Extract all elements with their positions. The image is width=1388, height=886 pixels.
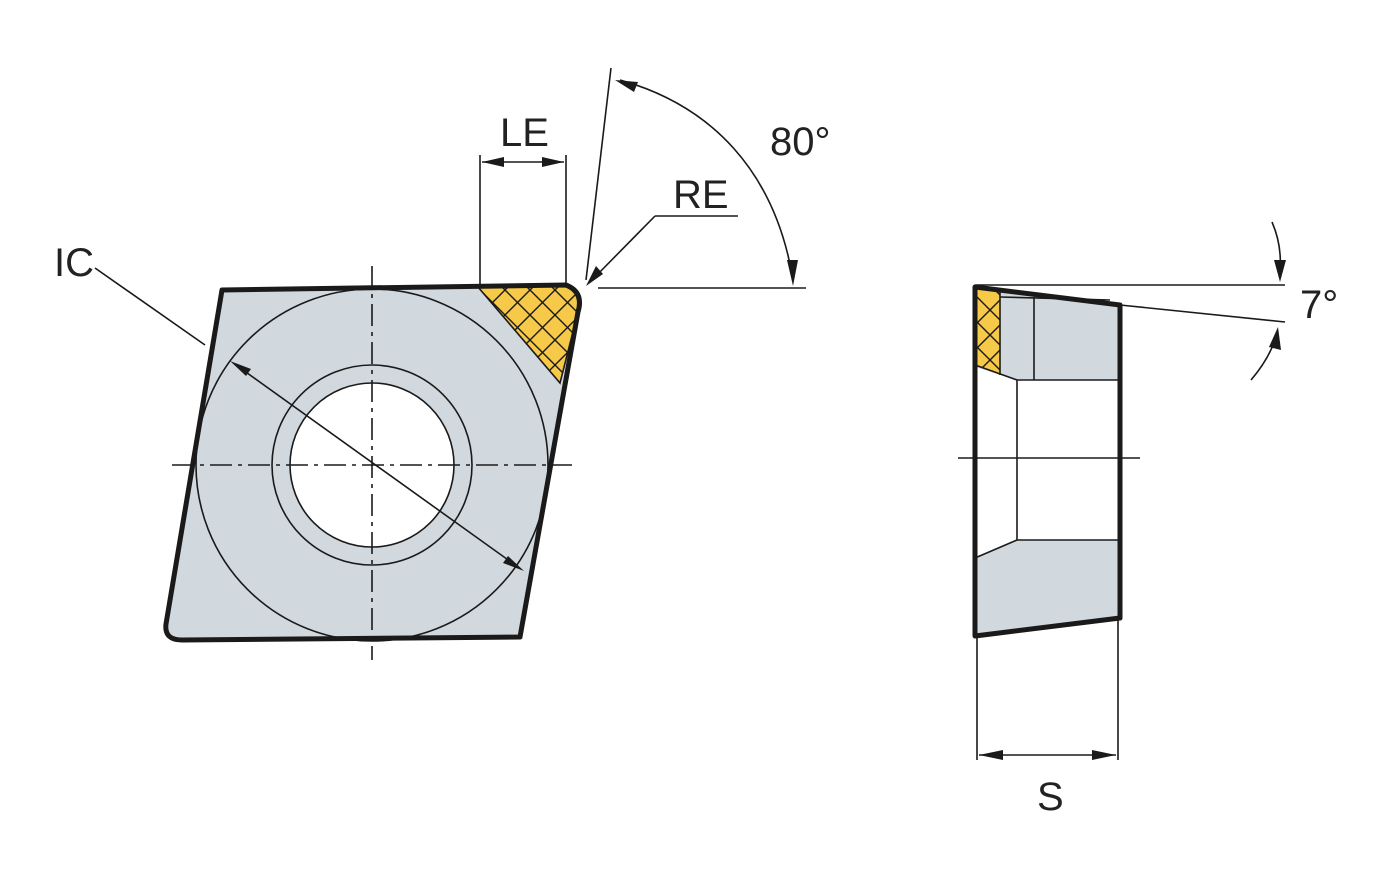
s-label: S [1037, 775, 1064, 819]
top-view: IC LE RE 80° [54, 67, 831, 660]
insert-outline [163, 282, 582, 643]
side-angle-flank-extension [1119, 304, 1286, 323]
s-arrow-head-left [979, 750, 1003, 760]
ic-arrow-head-a [230, 361, 251, 376]
side-view: 7° S [958, 221, 1338, 819]
ic-arrow-head-b [503, 556, 524, 571]
le-arrow-head-right [542, 157, 564, 167]
re-label: RE [673, 173, 729, 217]
side-angle-arrow-top [1274, 260, 1286, 282]
angle-80-arrow-bottom [787, 260, 798, 286]
re-arrow-head [586, 266, 603, 286]
angle-edge-extension [585, 67, 612, 281]
le-label: LE [500, 111, 549, 155]
side-cutting-tip [975, 287, 1000, 375]
ic-label: IC [54, 241, 94, 285]
ic-leader [94, 267, 206, 346]
ic-dimension-line [235, 364, 519, 568]
s-arrow-head-right [1092, 750, 1116, 760]
angle-80-arc [619, 79, 794, 281]
side-outline [972, 284, 1123, 639]
le-arrow-head-left [482, 157, 504, 167]
side-chamfer-bottom [974, 539, 1018, 559]
side-bore [975, 367, 1120, 558]
re-leader-diagonal [591, 215, 656, 281]
angle-80-label: 80° [770, 120, 831, 164]
side-angle-label: 7° [1300, 283, 1338, 327]
angle-80-arrow-top [615, 80, 638, 92]
side-angle-arrow-bottom [1269, 327, 1281, 350]
side-chamfer-top [974, 364, 1018, 381]
